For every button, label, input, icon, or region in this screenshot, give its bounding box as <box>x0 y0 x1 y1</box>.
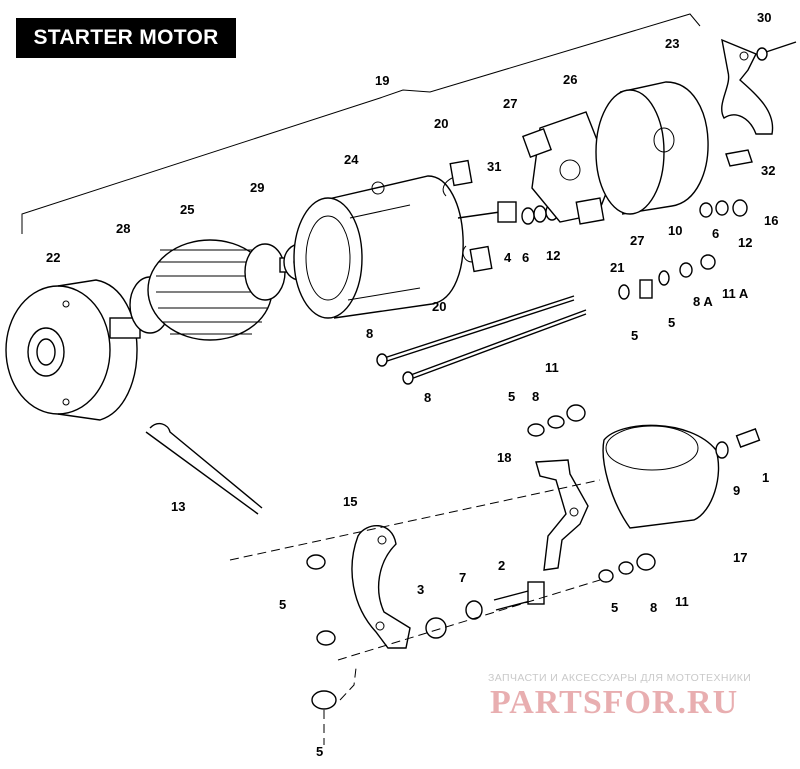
callout-4: 4 <box>504 250 512 265</box>
clip-16 <box>725 149 753 167</box>
callout-30: 30 <box>757 10 771 25</box>
callout-12b: 12 <box>546 248 560 263</box>
brush-20-bottom <box>462 245 493 273</box>
watermark-brand: PARTSFOR.RU <box>490 684 739 721</box>
callout-8e: 8 <box>650 600 657 615</box>
bracket-32 <box>721 38 774 135</box>
callout-5d: 5 <box>279 597 286 612</box>
callout-3: 3 <box>417 582 424 597</box>
field-frame-24 <box>293 175 464 319</box>
assembly-lines <box>229 479 601 745</box>
callout-27b: 27 <box>630 233 644 248</box>
brush-20-top <box>442 159 473 197</box>
callout-25: 25 <box>180 202 194 217</box>
callout-20b: 20 <box>432 299 446 314</box>
callout-5f: 5 <box>316 744 323 759</box>
callout-17: 17 <box>733 550 747 565</box>
washers-lower <box>306 553 656 710</box>
end-cover-23 <box>595 81 709 215</box>
callout-11c: 11 <box>675 594 689 609</box>
screw-1 <box>715 428 761 459</box>
terminal-stud-31 <box>457 201 517 223</box>
bolt-2 <box>493 581 545 611</box>
bracket-18 <box>535 459 589 571</box>
callout-10: 10 <box>668 223 682 238</box>
callout-5e: 5 <box>611 600 618 615</box>
callout-20a: 20 <box>434 116 448 131</box>
callout-6a: 6 <box>712 226 719 241</box>
callout-5c: 5 <box>508 389 515 404</box>
hardware-row-middle <box>527 404 586 437</box>
callout-2: 2 <box>498 558 505 573</box>
callout-8d: 8 <box>532 389 539 404</box>
callout-8c: 8 <box>424 390 431 405</box>
callout-1: 1 <box>762 470 769 485</box>
callout-15: 15 <box>343 494 357 509</box>
assembly-bracket-19 <box>21 13 701 234</box>
callout-28: 28 <box>116 221 130 236</box>
callout-12a: 12 <box>738 235 752 250</box>
callout-22: 22 <box>46 250 60 265</box>
callout-5a: 5 <box>631 328 638 343</box>
cover-hardware <box>699 199 748 218</box>
through-bolts-21 <box>376 295 587 385</box>
callout-6b: 6 <box>522 250 529 265</box>
callout-8b: 8 <box>366 326 373 341</box>
callout-31: 31 <box>487 159 501 174</box>
watermark-subtitle: ЗАПЧАСТИ И АКСЕССУАРЫ ДЛЯ МОТОТЕХНИКИ <box>488 672 752 684</box>
callout-8a: 8 A <box>693 294 713 309</box>
hardware-row-upper <box>618 254 716 300</box>
callout-13: 13 <box>171 499 185 514</box>
callout-16: 16 <box>764 213 778 228</box>
callout-19: 19 <box>375 73 389 88</box>
screw-30 <box>756 41 797 61</box>
callout-21: 21 <box>610 260 624 275</box>
callout-23: 23 <box>665 36 679 51</box>
armature-25 <box>109 239 301 341</box>
callout-24: 24 <box>344 152 359 167</box>
callout-9: 9 <box>733 483 740 498</box>
end-cover-22 <box>5 279 138 421</box>
strap-13 <box>145 422 263 515</box>
bracket-15 <box>351 524 411 649</box>
callout-11b: 11 <box>545 360 559 375</box>
page-title: STARTER MOTOR <box>16 18 236 58</box>
callout-18: 18 <box>497 450 511 465</box>
callout-5b: 5 <box>668 315 675 330</box>
callout-7: 7 <box>459 570 466 585</box>
callout-11a: 11 A <box>722 286 749 301</box>
callout-29: 29 <box>250 180 264 195</box>
brush-holder-26 <box>522 111 613 225</box>
band-17 <box>602 424 720 529</box>
callout-labels: 30 23 19 20 27 26 24 29 31 25 28 22 32 1… <box>46 10 778 759</box>
callout-26: 26 <box>563 72 577 87</box>
callout-27a: 27 <box>503 96 517 111</box>
callout-32: 32 <box>761 163 775 178</box>
